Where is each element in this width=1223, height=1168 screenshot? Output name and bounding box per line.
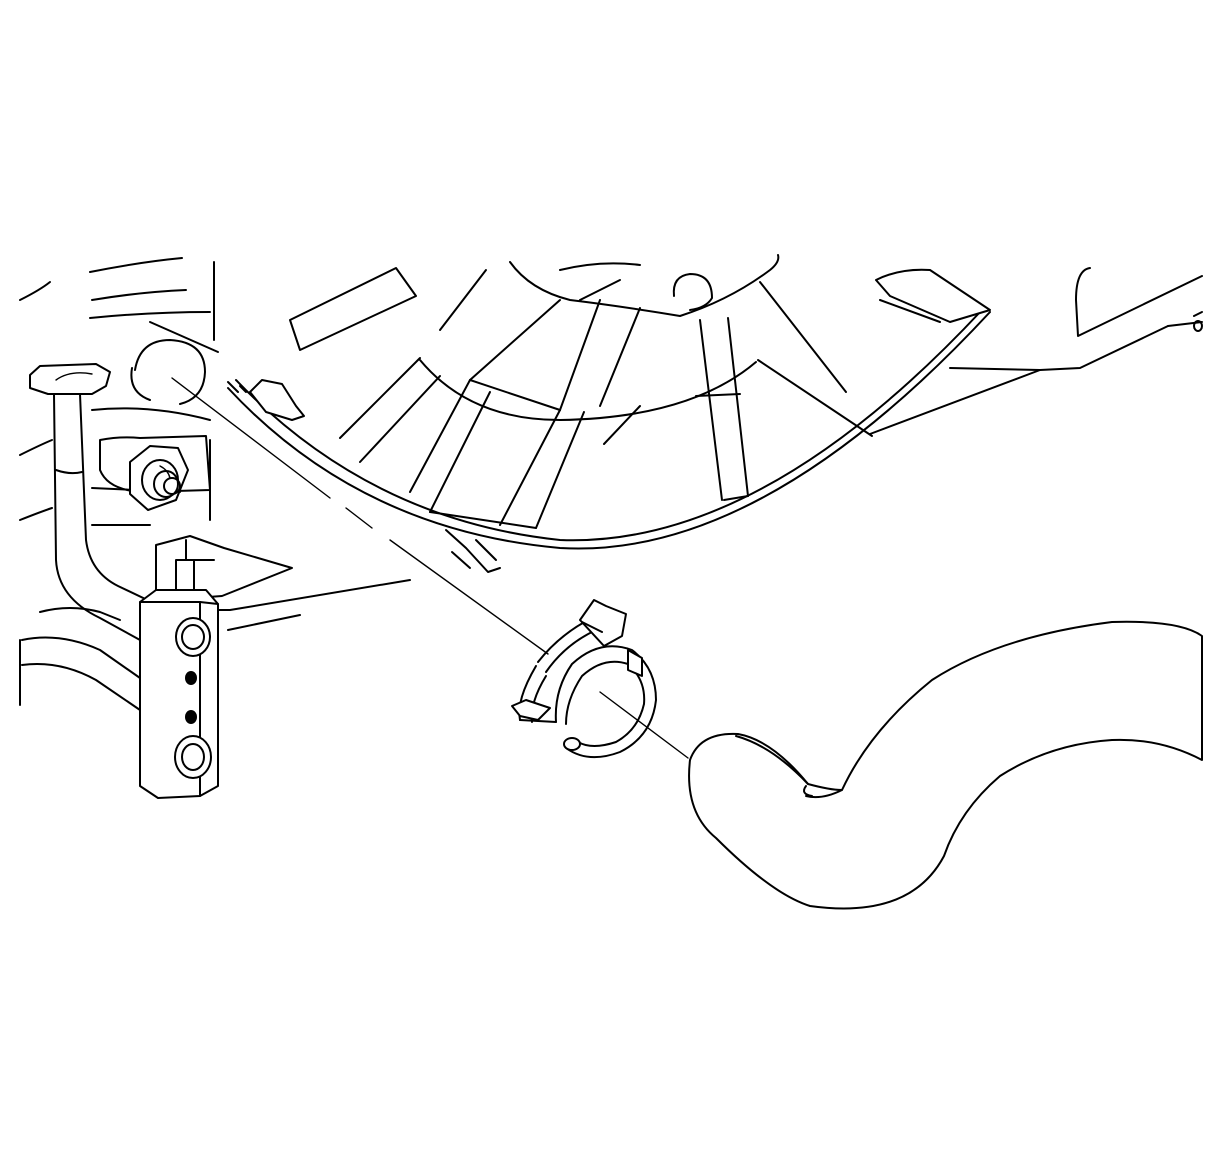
mounting-bracket xyxy=(139,535,293,799)
hose-clamp xyxy=(511,599,657,759)
assembly-centerline xyxy=(171,377,689,759)
radiator-fan-shroud xyxy=(227,254,991,573)
radiator-outlet-pipe xyxy=(21,363,161,711)
coolant-hose xyxy=(688,620,1203,910)
pipe-fitting-nut xyxy=(99,435,211,511)
frame-right xyxy=(869,267,1203,435)
